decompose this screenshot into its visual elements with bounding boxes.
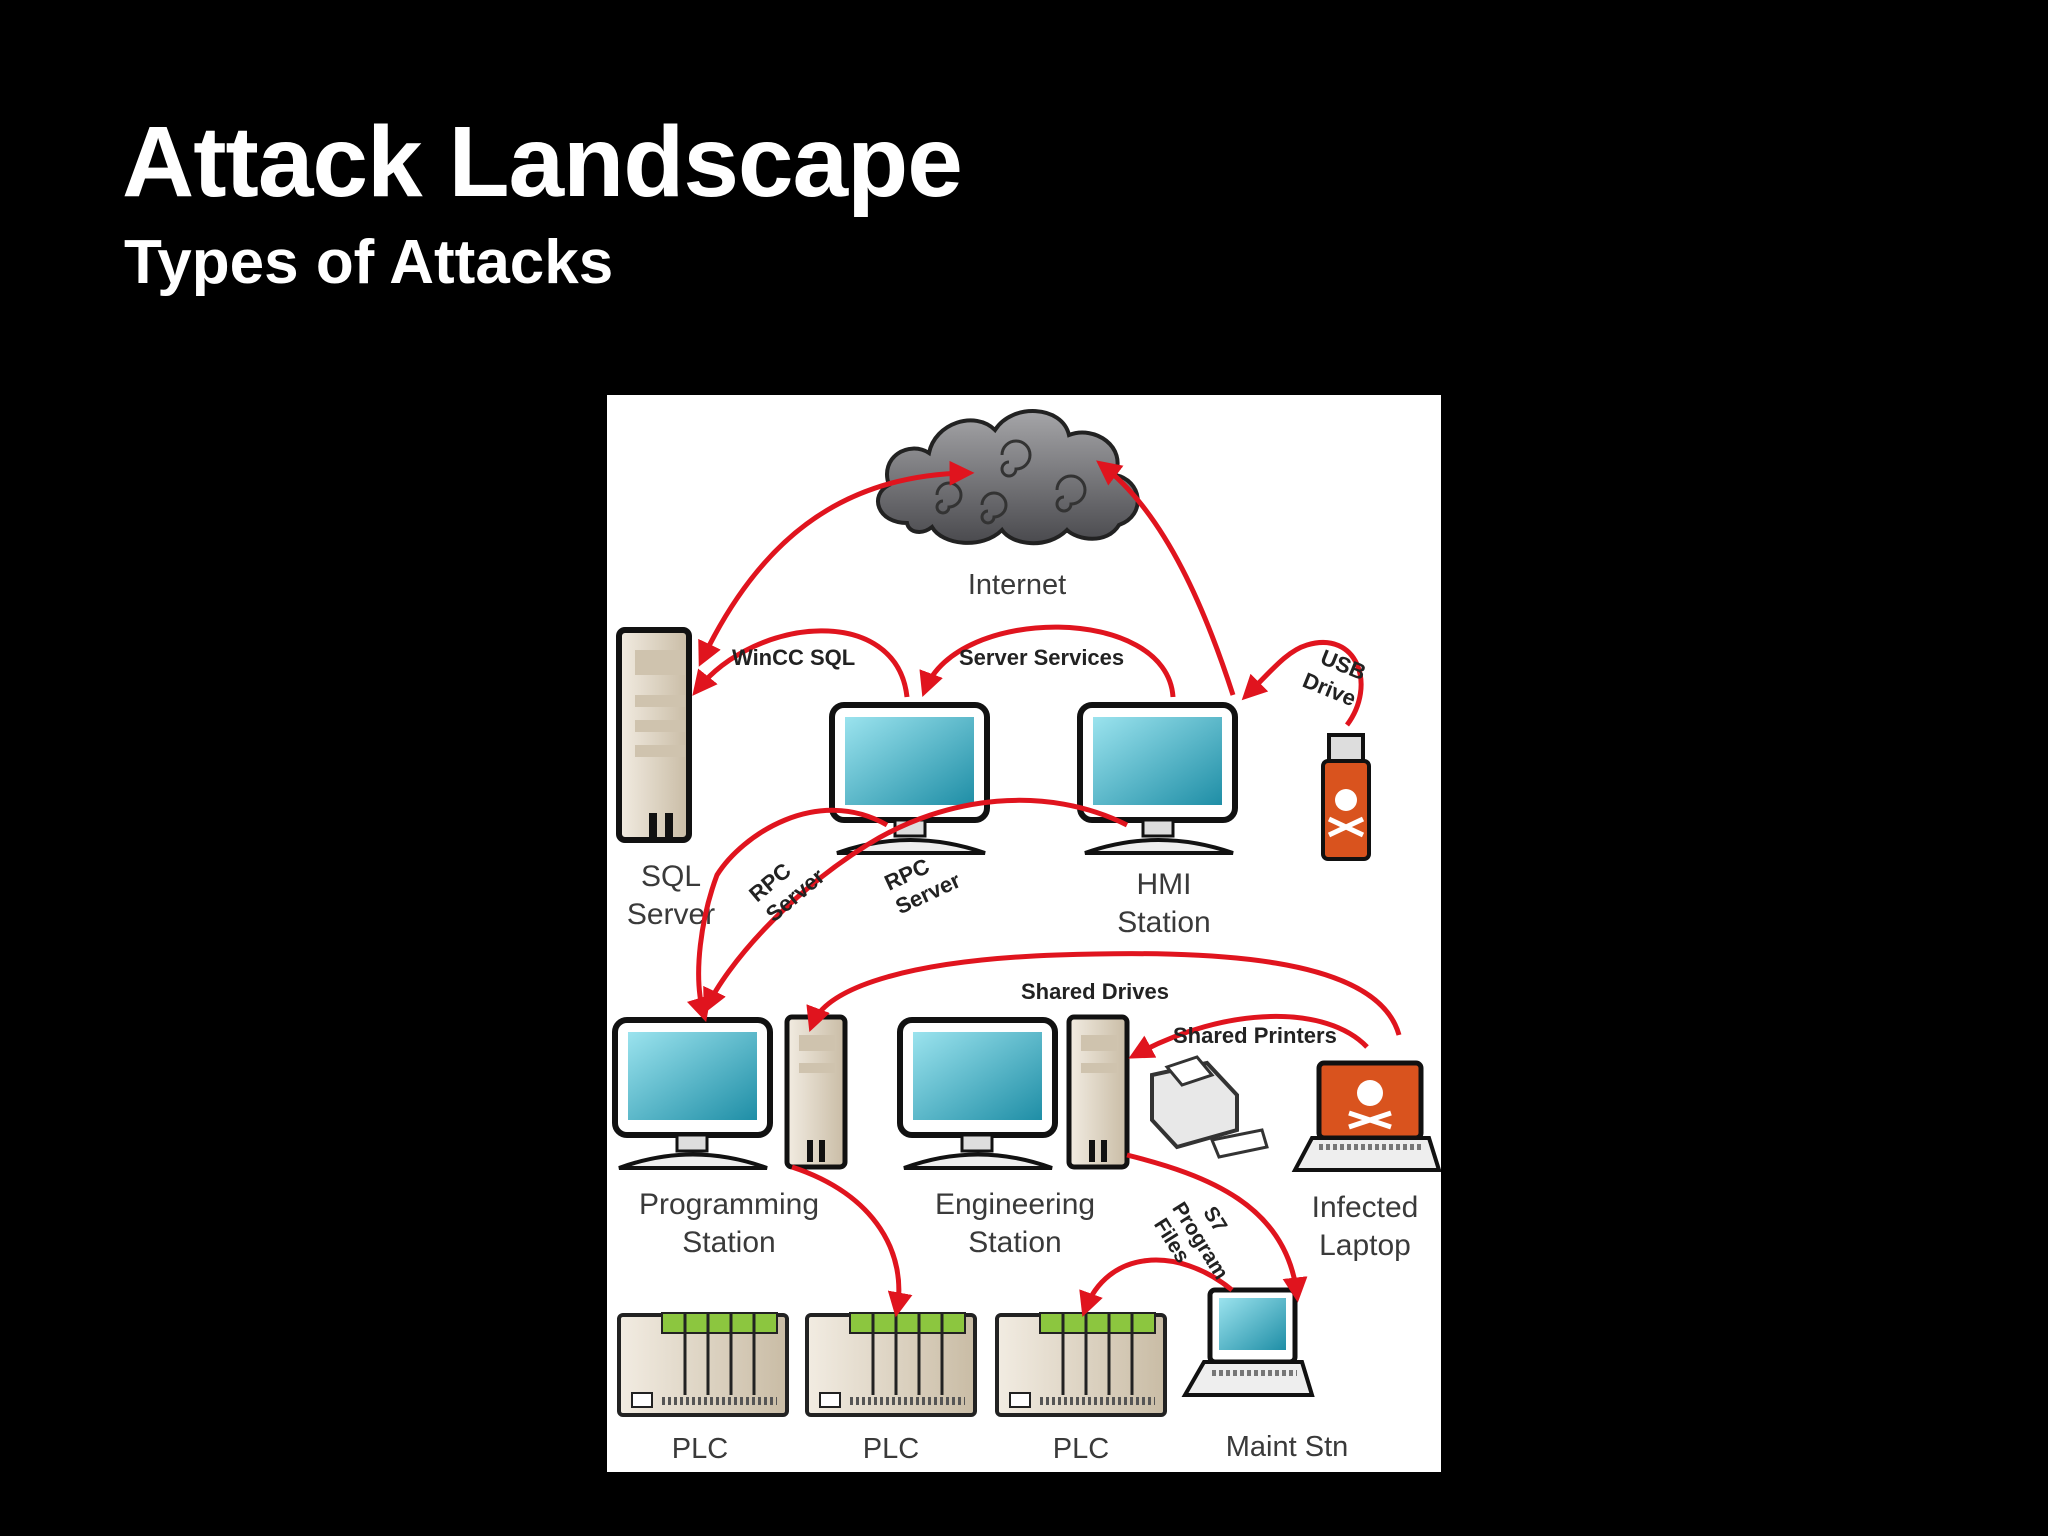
infected-usb-drive-icon: [1321, 733, 1371, 861]
internet-label: Internet: [968, 569, 1066, 601]
sql-server-label-line2: Server: [627, 898, 715, 931]
plc-2-label: PLC: [863, 1433, 919, 1465]
plc-3-icon: [995, 1312, 1167, 1417]
server-services-label: Server Services: [959, 645, 1124, 670]
hmi-station-label-line1: HMI: [1137, 868, 1192, 901]
maint-stn-label: Maint Stn: [1226, 1431, 1349, 1463]
edge-shared-printers: [1128, 1013, 1369, 1059]
edge-maint-to-plc: [1079, 1257, 1234, 1318]
shared-printer-icon: [1150, 1055, 1269, 1159]
edge-hmi-to-internet: [1096, 460, 1236, 696]
attack-paths: [687, 460, 1402, 1318]
engineering-station-label-line1: Engineering: [935, 1188, 1095, 1221]
edge-wincc-sql: [692, 628, 910, 698]
infected-laptop-icon: [1291, 1060, 1441, 1172]
edge-programming-to-plc: [791, 1164, 913, 1318]
edge-shared-drives: [806, 951, 1402, 1036]
sql-server-label-line1: SQL: [641, 860, 701, 893]
maint-stn-laptop-icon: [1181, 1287, 1315, 1397]
slide-title: Attack Landscape: [122, 106, 963, 218]
edge-rpc-server-2: [703, 797, 1129, 1014]
programming-station-label-line2: Station: [682, 1226, 775, 1259]
edge-internet-to-sql: [698, 460, 975, 667]
edge-rpc-server-1: [687, 807, 889, 1023]
engineering-station-icon: [897, 1014, 1130, 1170]
rpc-server-1-edge-label: RPC Server: [744, 858, 830, 927]
hmi-station-icon: [1077, 702, 1238, 855]
edge-server-services: [919, 624, 1176, 698]
hmi-station-label-line2: Station: [1117, 906, 1210, 939]
engineering-station-label-line2: Station: [968, 1226, 1061, 1259]
plc-2-icon: [805, 1312, 977, 1417]
shared-drives-label: Shared Drives: [1021, 979, 1169, 1004]
s7-program-files-edge-label: S7 Program Files: [1149, 1198, 1233, 1283]
edge-usb-drive: [1241, 640, 1364, 727]
wincc-sql-label: WinCC SQL: [732, 645, 855, 670]
rpc-server-2-edge-label: RPC Server: [881, 853, 965, 919]
programming-station-icon: [612, 1014, 848, 1170]
sql-server-icon: [616, 627, 692, 843]
plc-1-icon: [617, 1312, 789, 1417]
plc-3-label: PLC: [1053, 1433, 1109, 1465]
infected-laptop-label-line2: Laptop: [1319, 1229, 1411, 1262]
plc-1-label: PLC: [672, 1433, 728, 1465]
infected-laptop-label-line1: Infected: [1312, 1191, 1419, 1224]
slide-subtitle: Types of Attacks: [124, 228, 614, 297]
edge-engineering-to-maint: [1126, 1152, 1308, 1303]
shared-printers-label: Shared Printers: [1173, 1023, 1337, 1048]
client-workstation-icon: [829, 702, 990, 855]
attack-landscape-diagram: Internet SQL Server HMI Station: [607, 395, 1441, 1472]
programming-station-label-line1: Programming: [639, 1188, 819, 1221]
